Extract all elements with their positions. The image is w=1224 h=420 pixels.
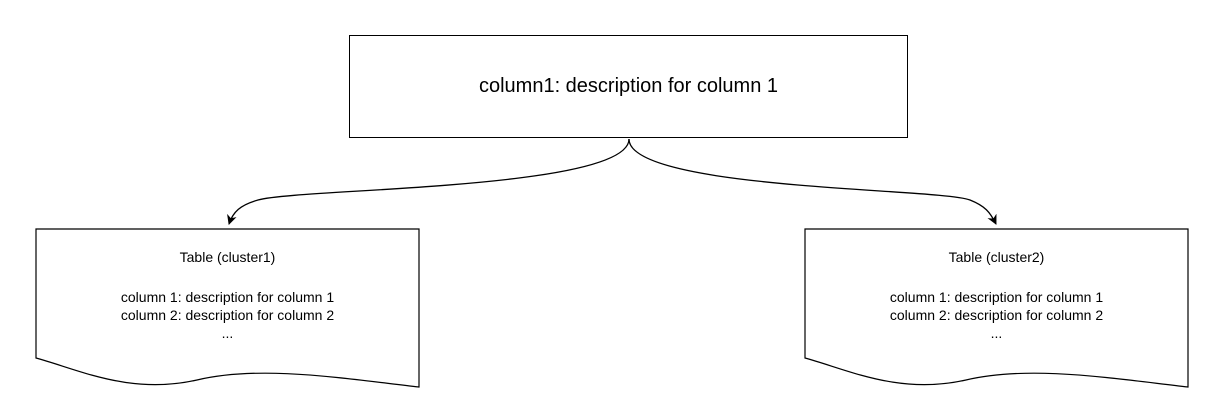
document-node-cluster2: Table (cluster2) column 1: description f… — [805, 249, 1188, 342]
document-line: column 1: description for column 1 — [120, 289, 335, 305]
document-lines: column 1: description for column 1 colum… — [805, 288, 1188, 342]
document-line: column 1: description for column 1 — [889, 289, 1104, 305]
document-title: Table (cluster2) — [948, 249, 1045, 265]
document-node-cluster1: Table (cluster1) column 1: description f… — [36, 249, 419, 342]
document-line: column 2: description for column 2 — [120, 307, 335, 323]
document-lines: column 1: description for column 1 colum… — [36, 288, 419, 342]
document-line: column 2: description for column 2 — [889, 307, 1104, 323]
root-node-label: column1: description for column 1 — [478, 75, 779, 97]
document-line: ... — [990, 325, 1003, 341]
connector-right — [628, 138, 997, 225]
connector-left — [227, 138, 630, 225]
document-line: ... — [221, 325, 234, 341]
root-node: column1: description for column 1 — [349, 35, 908, 138]
document-title: Table (cluster1) — [179, 249, 276, 265]
document-shape-right — [804, 228, 1189, 388]
document-shape-left — [35, 228, 420, 388]
